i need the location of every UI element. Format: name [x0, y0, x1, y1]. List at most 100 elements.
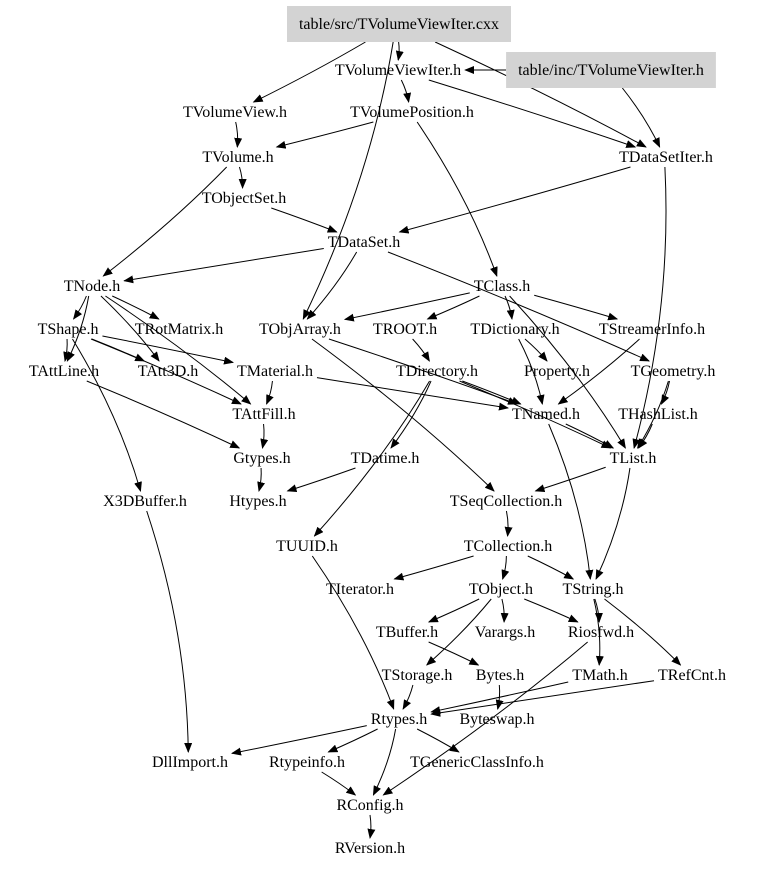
graph-node-TAttLine[interactable]: TAttLine.h: [29, 363, 99, 380]
graph-node-RVersion[interactable]: RVersion.h: [335, 840, 405, 857]
edge-TCollection-to-TString: [527, 555, 575, 580]
graph-node-TVolumeViewIter[interactable]: TVolumeViewIter.h: [335, 62, 461, 79]
edge-TObject-to-TStorage: [426, 598, 492, 666]
graph-node-X3DBuffer[interactable]: X3DBuffer.h: [103, 493, 187, 510]
graph-node-Gtypes[interactable]: Gtypes.h: [233, 450, 290, 467]
graph-node-TStreamerInfo[interactable]: TStreamerInfo.h: [599, 321, 705, 338]
edge-cxx-to-TVolumeViewIter: [395, 41, 404, 61]
node-label: table/inc/TVolumeViewIter.h: [518, 62, 704, 79]
edge-TObject-to-TBuffer: [427, 598, 480, 623]
graph-node-Varargs[interactable]: Varargs.h: [475, 624, 536, 641]
edge-TNode-to-TAtt3D: [100, 295, 160, 362]
graph-node-TList[interactable]: TList.h: [610, 450, 657, 467]
graph-node-Property[interactable]: Property.h: [524, 363, 590, 380]
edge-cxx-to-TVolumeView: [252, 41, 366, 103]
graph-node-TBuffer[interactable]: TBuffer.h: [376, 624, 438, 641]
graph-node-TMaterial[interactable]: TMaterial.h: [237, 363, 313, 380]
node-label: Bytes.h: [476, 667, 524, 684]
graph-node-TStorage[interactable]: TStorage.h: [382, 667, 453, 684]
graph-node-Bytes[interactable]: Bytes.h: [476, 667, 524, 684]
graph-node-Rtypeinfo[interactable]: Rtypeinfo.h: [269, 754, 345, 771]
edge-TSeqCollection-to-TCollection: [504, 510, 513, 537]
edge-TVolume-to-TObjectSet: [238, 166, 247, 189]
graph-node-TObject[interactable]: TObject.h: [469, 581, 533, 598]
graph-node-TAttFill[interactable]: TAttFill.h: [232, 406, 295, 423]
graph-node-TGenericClassInfo[interactable]: TGenericClassInfo.h: [410, 754, 544, 771]
graph-node-TAtt3D[interactable]: TAtt3D.h: [138, 363, 199, 380]
edge-TDictionary-to-Property: [524, 338, 548, 362]
graph-node-TClass[interactable]: TClass.h: [474, 278, 530, 295]
node-label: TRotMatrix.h: [135, 321, 223, 338]
graph-node-TObjectSet[interactable]: TObjectSet.h: [202, 190, 287, 207]
edge-TCollection-to-TObject: [501, 555, 510, 580]
node-label: TIterator.h: [326, 581, 394, 598]
graph-node-Byteswap[interactable]: Byteswap.h: [459, 711, 534, 728]
edge-TVolume-to-TNode: [102, 166, 228, 277]
graph-node-TDataSetIter[interactable]: TDataSetIter.h: [619, 149, 713, 166]
edge-TShape-to-TMaterial: [102, 335, 234, 365]
node-label: TObject.h: [469, 581, 533, 598]
node-label: TVolumeView.h: [183, 104, 287, 121]
graph-node-TObjArray[interactable]: TObjArray.h: [259, 321, 341, 338]
edge-TObject-to-Varargs: [500, 598, 509, 623]
graph-node-TRefCnt[interactable]: TRefCnt.h: [658, 667, 726, 684]
edge-TDictionary-to-TNamed: [518, 338, 545, 405]
graph-node-DllImport[interactable]: DllImport.h: [152, 754, 228, 771]
graph-node-TShape[interactable]: TShape.h: [38, 321, 99, 338]
edge-TCollection-to-TIterator: [393, 555, 474, 581]
edge-Rtypes-to-TGenericClassInfo: [416, 728, 460, 753]
edge-TClass-to-TList: [509, 295, 626, 449]
edge-TObject-to-Riosfwd: [524, 598, 579, 623]
graph-node-TString[interactable]: TString.h: [563, 581, 624, 598]
graph-node-THashList[interactable]: THashList.h: [618, 406, 698, 423]
graph-node-RConfig[interactable]: RConfig.h: [336, 797, 403, 814]
edge-TDirectory-to-TList: [459, 380, 612, 449]
node-label: TGenericClassInfo.h: [410, 754, 544, 771]
graph-node-TROOT[interactable]: TROOT.h: [373, 321, 437, 338]
graph-node-TDictionary[interactable]: TDictionary.h: [470, 321, 559, 338]
graph-node-TDatime[interactable]: TDatime.h: [351, 450, 420, 467]
node-label: TMath.h: [572, 667, 628, 684]
graph-node-cxx[interactable]: table/src/TVolumeViewIter.cxx: [286, 6, 512, 42]
graph-node-TNamed[interactable]: TNamed.h: [512, 406, 580, 423]
graph-node-TVolume[interactable]: TVolume.h: [202, 149, 273, 166]
edge-TRefCnt-to-Rtypes: [430, 680, 655, 717]
highlight-box: [506, 52, 716, 88]
node-label: Property.h: [524, 363, 590, 380]
graph-node-TSeqCollection[interactable]: TSeqCollection.h: [450, 493, 562, 510]
node-label: TUUID.h: [276, 538, 338, 555]
graph-node-TUUID[interactable]: TUUID.h: [276, 538, 338, 555]
node-label: Rtypeinfo.h: [269, 754, 345, 771]
edge-TMath-to-Rtypes: [430, 681, 569, 714]
edge-TDataSet-to-TGeometry: [387, 251, 650, 362]
edge-TDirectory-to-TUUID: [313, 380, 431, 537]
edge-TNode-to-TShape: [72, 295, 87, 320]
graph-node-TVolumeView[interactable]: TVolumeView.h: [183, 104, 287, 121]
edge-Rtypes-to-Rtypeinfo: [327, 728, 378, 753]
edge-TVolumeView-to-TVolume: [234, 121, 243, 148]
graph-node-TGeometry[interactable]: TGeometry.h: [631, 363, 716, 380]
node-label: TStorage.h: [382, 667, 453, 684]
node-label: TDatime.h: [351, 450, 420, 467]
graph-node-TIterator[interactable]: TIterator.h: [326, 581, 394, 598]
graph-node-TNode[interactable]: TNode.h: [64, 278, 120, 295]
edge-cxx-to-TDataSetIter: [434, 41, 647, 148]
node-label: Riosfwd.h: [568, 624, 634, 641]
graph-node-Htypes[interactable]: Htypes.h: [229, 493, 286, 510]
edge-TString-to-TRefCnt: [604, 598, 682, 666]
graph-node-TDirectory[interactable]: TDirectory.h: [396, 363, 478, 380]
node-label: Gtypes.h: [233, 450, 290, 467]
graph-node-TRotMatrix[interactable]: TRotMatrix.h: [135, 321, 223, 338]
graph-node-Rtypes[interactable]: Rtypes.h: [371, 711, 427, 728]
edge-TNamed-to-TString: [548, 423, 594, 580]
graph-node-Riosfwd[interactable]: Riosfwd.h: [568, 624, 634, 641]
graph-node-inc[interactable]: table/inc/TVolumeViewIter.h: [506, 52, 716, 88]
graph-node-TVolumePosition[interactable]: TVolumePosition.h: [350, 104, 474, 121]
edge-TNode-to-TAttFill: [105, 295, 252, 405]
node-label: TCollection.h: [464, 538, 552, 555]
node-label: TAtt3D.h: [138, 363, 199, 380]
graph-node-TMath[interactable]: TMath.h: [572, 667, 628, 684]
graph-node-TCollection[interactable]: TCollection.h: [464, 538, 552, 555]
graph-node-TDataSet[interactable]: TDataSet.h: [328, 234, 400, 251]
node-label: RVersion.h: [335, 840, 405, 857]
